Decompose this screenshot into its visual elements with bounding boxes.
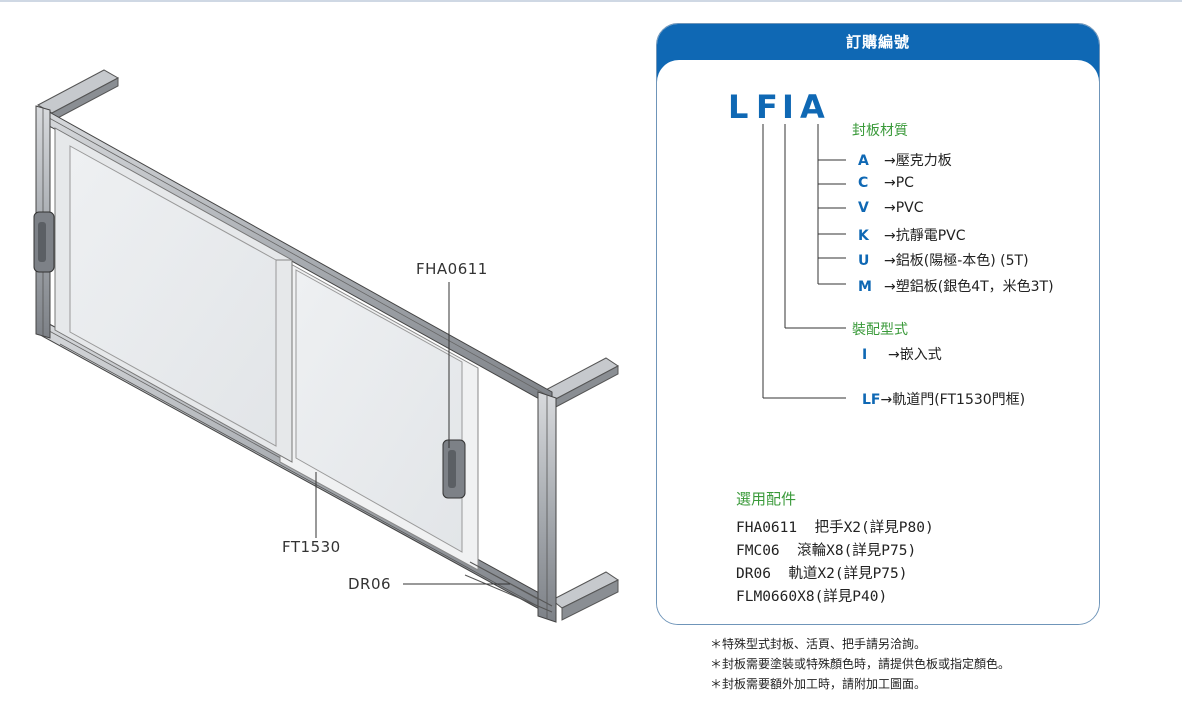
panel-title: 訂購編號 bbox=[845, 33, 910, 51]
handle-right bbox=[442, 439, 466, 499]
assembly-type-label: 裝配型式 bbox=[852, 322, 908, 338]
material-key: C bbox=[858, 175, 869, 191]
panel-body bbox=[657, 60, 1099, 624]
material-text: →抗靜電PVC bbox=[884, 228, 966, 244]
material-option-v: V →PVC bbox=[858, 200, 924, 216]
accessory-item: FLM0660X8(詳見P40) bbox=[736, 589, 888, 605]
material-text: →PVC bbox=[884, 200, 924, 216]
material-option-a: A →壓克力板 bbox=[858, 150, 952, 170]
order-code-panel: 訂購編號 bbox=[656, 23, 1100, 625]
accessory-item: FMC06 滾輪X8(詳見P75) bbox=[736, 543, 917, 559]
assembly-text: →嵌入式 bbox=[888, 347, 942, 363]
material-option-u: U →鋁板(陽極-本色) (5T) bbox=[858, 250, 1029, 270]
code-letter-l: L bbox=[728, 88, 749, 126]
note-line: ＊特殊型式封板、活頁、把手請另洽詢。 bbox=[710, 637, 927, 651]
material-key: V bbox=[858, 200, 869, 216]
callout-rail: DR06 bbox=[348, 575, 392, 593]
assembly-option-i: I →嵌入式 bbox=[862, 344, 942, 364]
accessory-item: FHA0611 把手X2(詳見P80) bbox=[736, 520, 934, 536]
material-key: A bbox=[858, 153, 869, 169]
note-line: ＊封板需要塗裝或特殊顏色時，請提供色板或指定顏色。 bbox=[710, 657, 1011, 671]
door-frame-key: LF bbox=[862, 392, 881, 408]
code-letter-f: F bbox=[756, 88, 778, 126]
material-key: M bbox=[858, 279, 872, 295]
material-option-m: M →塑鋁板(銀色4T，米色3T) bbox=[858, 276, 1054, 296]
material-text: →壓克力板 bbox=[884, 153, 952, 169]
material-option-k: K →抗靜電PVC bbox=[858, 225, 966, 245]
panel-material-label: 封板材質 bbox=[852, 123, 908, 139]
material-text: →鋁板(陽極-本色) (5T) bbox=[884, 253, 1029, 269]
accessories-title: 選用配件 bbox=[736, 490, 797, 508]
material-key: U bbox=[858, 253, 870, 269]
code-letter-i: I bbox=[782, 88, 794, 126]
top-divider bbox=[0, 0, 1182, 2]
material-text: →PC bbox=[884, 175, 914, 191]
material-text: →塑鋁板(銀色4T，米色3T) bbox=[884, 279, 1054, 295]
handle-left bbox=[33, 211, 55, 273]
accessory-item: DR06 軌道X2(詳見P75) bbox=[736, 566, 908, 582]
door-frame-option: LF→軌道門(FT1530門框) bbox=[862, 389, 1025, 409]
door-frame-illustration bbox=[33, 69, 619, 623]
assembly-key: I bbox=[862, 347, 868, 363]
callout-track: FT1530 bbox=[282, 538, 341, 556]
material-key: K bbox=[858, 228, 869, 244]
door-frame-text: →軌道門(FT1530門框) bbox=[880, 392, 1026, 408]
material-option-c: C →PC bbox=[858, 175, 914, 191]
note-line: ＊封板需要額外加工時，請附加工圖面。 bbox=[710, 677, 927, 691]
code-letter-a: A bbox=[800, 88, 825, 126]
callout-handle: FHA0611 bbox=[416, 260, 488, 278]
